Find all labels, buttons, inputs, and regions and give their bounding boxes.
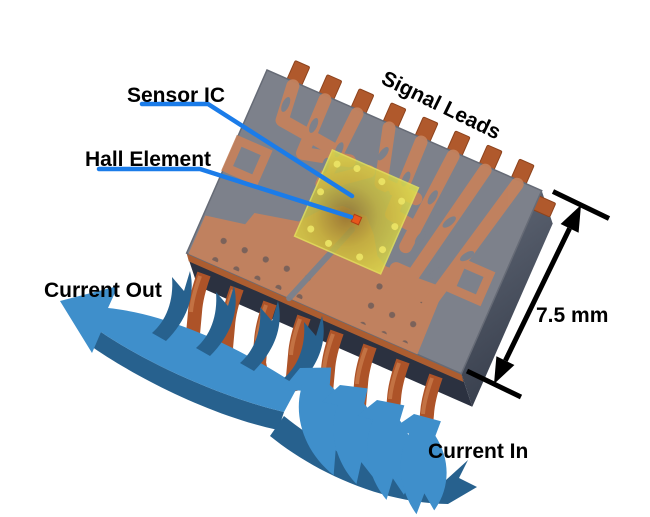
conductor-holes-right (352, 269, 435, 346)
current-in-arrow (270, 356, 477, 516)
current-out-band (60, 286, 298, 412)
sensor-ic-label: Sensor IC (127, 84, 225, 107)
conductor-front-edge (186, 253, 464, 382)
current-out-label: Current Out (44, 279, 162, 302)
dimension-arrowhead-top (560, 205, 581, 233)
current-in-label: Current In (428, 440, 528, 463)
hall-element-leader-line (96, 166, 354, 220)
leadframe (188, 79, 524, 355)
hall-element-label: Hall Element (85, 148, 211, 171)
dimension-arrowhead-bottom (494, 356, 515, 384)
package-right-face (461, 190, 553, 407)
package-top (185, 60, 556, 375)
tie-bar-loop-left (221, 134, 273, 187)
conductor-holes-left (201, 222, 326, 304)
dimension-arrow (465, 189, 611, 400)
current-out-shadow-band (88, 332, 284, 430)
dimension-line (503, 227, 572, 362)
die-bond-pads (307, 160, 406, 261)
sensor-ic-leader-line (139, 101, 355, 199)
leader-lines (96, 101, 355, 220)
current-out-arrow (60, 271, 324, 430)
dimension-label: 7.5 mm (536, 304, 608, 327)
